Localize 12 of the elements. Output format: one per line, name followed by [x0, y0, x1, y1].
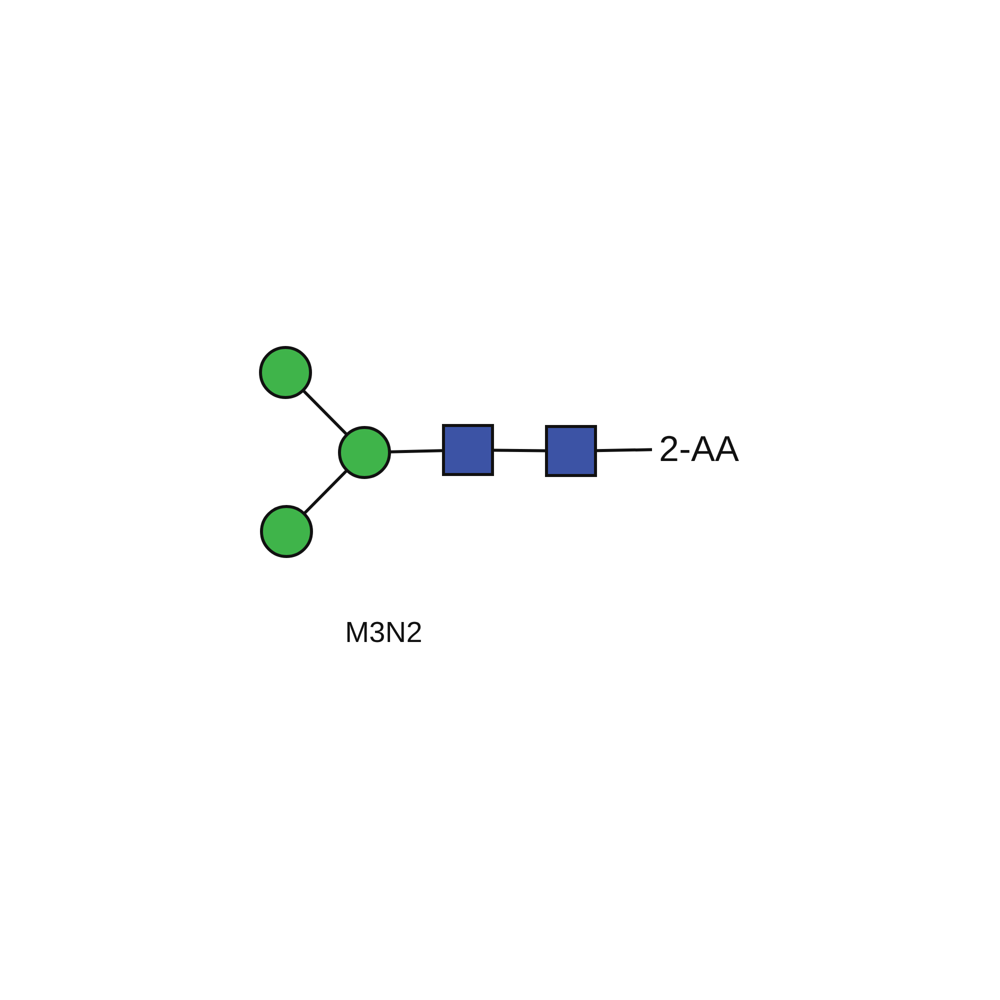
monosaccharide-circle — [260, 505, 313, 558]
glycan-name: M3N2 — [345, 618, 422, 648]
linkage-line — [303, 470, 348, 514]
linkage-line — [390, 449, 442, 454]
monosaccharide-square — [442, 424, 494, 476]
linkage-line — [596, 448, 652, 452]
linkage-line — [494, 448, 546, 452]
monosaccharide-circle — [338, 426, 391, 479]
reducing-end-label: 2-AA — [659, 430, 740, 468]
monosaccharide-circle — [259, 346, 312, 399]
monosaccharide-square — [545, 425, 597, 477]
linkage-line — [302, 390, 348, 436]
